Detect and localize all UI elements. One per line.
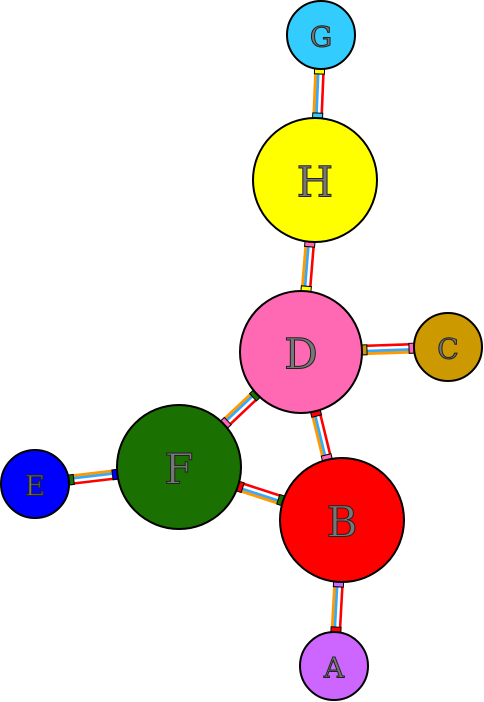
edge-stripe xyxy=(300,241,308,291)
edge-stripe xyxy=(222,391,257,425)
node-B-label: B xyxy=(327,498,358,547)
edge-stripe xyxy=(338,582,344,633)
node-B-circle[interactable] xyxy=(279,457,405,583)
node-G-circle[interactable] xyxy=(286,0,356,70)
node-H-label: H xyxy=(297,158,334,207)
node-H[interactable]: H xyxy=(252,117,378,243)
edge-stripe xyxy=(238,481,285,499)
edge-stripe xyxy=(68,469,118,478)
edge-stripe xyxy=(225,395,261,429)
edge-stripe xyxy=(237,486,284,504)
node-D-circle[interactable] xyxy=(239,290,363,414)
node-G-label: G xyxy=(310,21,332,54)
node-A-label: A xyxy=(323,652,345,685)
edge-stripe xyxy=(303,241,311,292)
edge-stripe xyxy=(220,389,255,423)
edge-stripe xyxy=(312,68,318,118)
node-F[interactable]: F xyxy=(116,404,242,530)
node-E-circle[interactable] xyxy=(0,449,70,519)
edge-stripe xyxy=(361,342,414,348)
node-C-circle[interactable] xyxy=(413,312,483,382)
edge-D-C xyxy=(356,342,420,356)
edge-stripe xyxy=(362,350,415,356)
node-D-label: D xyxy=(284,330,318,379)
node-F-circle[interactable] xyxy=(116,404,242,530)
node-F-label: F xyxy=(164,445,193,494)
node-B[interactable]: B xyxy=(279,457,405,583)
edge-stripe xyxy=(68,474,118,483)
edge-stripe xyxy=(320,69,325,119)
edge-stripe xyxy=(330,581,337,632)
node-C[interactable]: C xyxy=(413,312,483,382)
node-A[interactable]: A xyxy=(299,631,369,701)
edge-F-B xyxy=(231,479,290,508)
node-H-circle[interactable] xyxy=(252,117,378,243)
node-D[interactable]: D xyxy=(239,290,363,414)
edge-stripe xyxy=(333,581,339,633)
node-G[interactable]: G xyxy=(286,0,356,70)
edge-stripe xyxy=(237,483,284,501)
edge-G-H xyxy=(311,63,326,124)
edge-stripe xyxy=(236,488,283,506)
node-A-circle[interactable] xyxy=(299,631,369,701)
edge-stripe xyxy=(305,241,313,292)
edge-D-B xyxy=(308,404,334,467)
edge-H-D xyxy=(300,235,316,298)
edge-stripe xyxy=(312,411,328,461)
edge-stripe xyxy=(224,393,259,427)
edge-B-A xyxy=(330,576,345,638)
node-E-label: E xyxy=(25,470,45,503)
node-E[interactable]: E xyxy=(0,449,70,519)
edge-stripe xyxy=(315,410,330,460)
edge-stripe xyxy=(361,348,415,353)
edge-stripe xyxy=(317,68,323,119)
node-C-label: C xyxy=(437,333,458,366)
edge-stripe xyxy=(335,581,342,633)
edge-stripe xyxy=(68,471,118,481)
edge-stripe xyxy=(310,411,325,462)
edge-stripe xyxy=(314,68,320,119)
edge-stripe xyxy=(308,241,316,292)
edge-stripe xyxy=(317,410,333,460)
edge-stripe xyxy=(361,345,415,351)
edge-stripe xyxy=(69,476,119,486)
edge-F-E xyxy=(62,468,124,487)
